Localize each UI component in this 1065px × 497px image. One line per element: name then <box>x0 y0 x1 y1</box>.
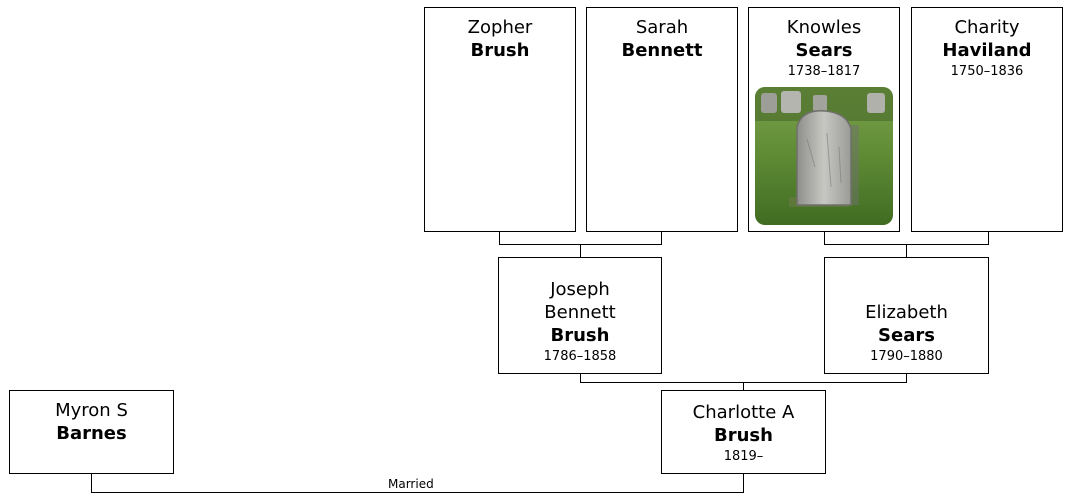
middle-name: Bennett <box>544 302 616 323</box>
surname: Barnes <box>56 423 127 444</box>
surname: Brush <box>714 425 773 446</box>
life-dates: 1750–1836 <box>950 64 1024 79</box>
life-dates: 1790–1880 <box>870 349 943 364</box>
connector-line <box>580 244 581 257</box>
person-card-myron-s-barnes[interactable]: Myron S Barnes <box>9 390 174 474</box>
surname: Bennett <box>621 40 703 61</box>
gravestone-photo <box>755 87 893 225</box>
connector-line <box>661 232 662 244</box>
given-name: Elizabeth <box>865 302 948 323</box>
connector-line <box>499 232 500 244</box>
life-dates: 1819– <box>723 449 764 464</box>
person-card-zopher-brush[interactable]: Zopher Brush <box>424 7 576 232</box>
given-name: Myron S <box>55 400 128 421</box>
marriage-line <box>91 492 744 493</box>
surname: Haviland <box>942 40 1032 61</box>
person-card-charity-haviland[interactable]: Charity Haviland 1750–1836 <box>911 7 1063 232</box>
life-dates: 1786–1858 <box>543 349 617 364</box>
person-card-joseph-bennett-brush[interactable]: Joseph Bennett Brush 1786–1858 <box>498 257 662 374</box>
connector-line <box>906 374 907 383</box>
person-card-elizabeth-sears[interactable]: Elizabeth Sears 1790–1880 <box>824 257 989 374</box>
surname: Sears <box>795 40 853 61</box>
connector-line <box>988 232 989 244</box>
connector-line <box>580 374 581 383</box>
person-card-charlotte-a-brush[interactable]: Charlotte A Brush 1819– <box>661 390 826 474</box>
given-name: Joseph <box>550 279 610 300</box>
married-label: Married <box>388 477 434 491</box>
given-name: Charlotte A <box>692 402 795 423</box>
person-card-knowles-sears[interactable]: Knowles Sears 1738–1817 <box>748 7 900 232</box>
given-name: Knowles <box>786 17 862 38</box>
surname: Sears <box>878 325 935 346</box>
connector-line <box>743 382 744 390</box>
surname: Brush <box>470 40 530 61</box>
given-name: Zopher <box>467 17 533 38</box>
given-name: Sarah <box>635 17 689 38</box>
marriage-line <box>743 474 744 493</box>
marriage-line <box>91 474 92 493</box>
person-card-sarah-bennett[interactable]: Sarah Bennett <box>586 7 738 232</box>
given-name: Charity <box>954 17 1020 38</box>
connector-line <box>906 244 907 257</box>
life-dates: 1738–1817 <box>787 64 861 79</box>
connector-line <box>824 232 825 244</box>
surname: Brush <box>550 325 610 346</box>
